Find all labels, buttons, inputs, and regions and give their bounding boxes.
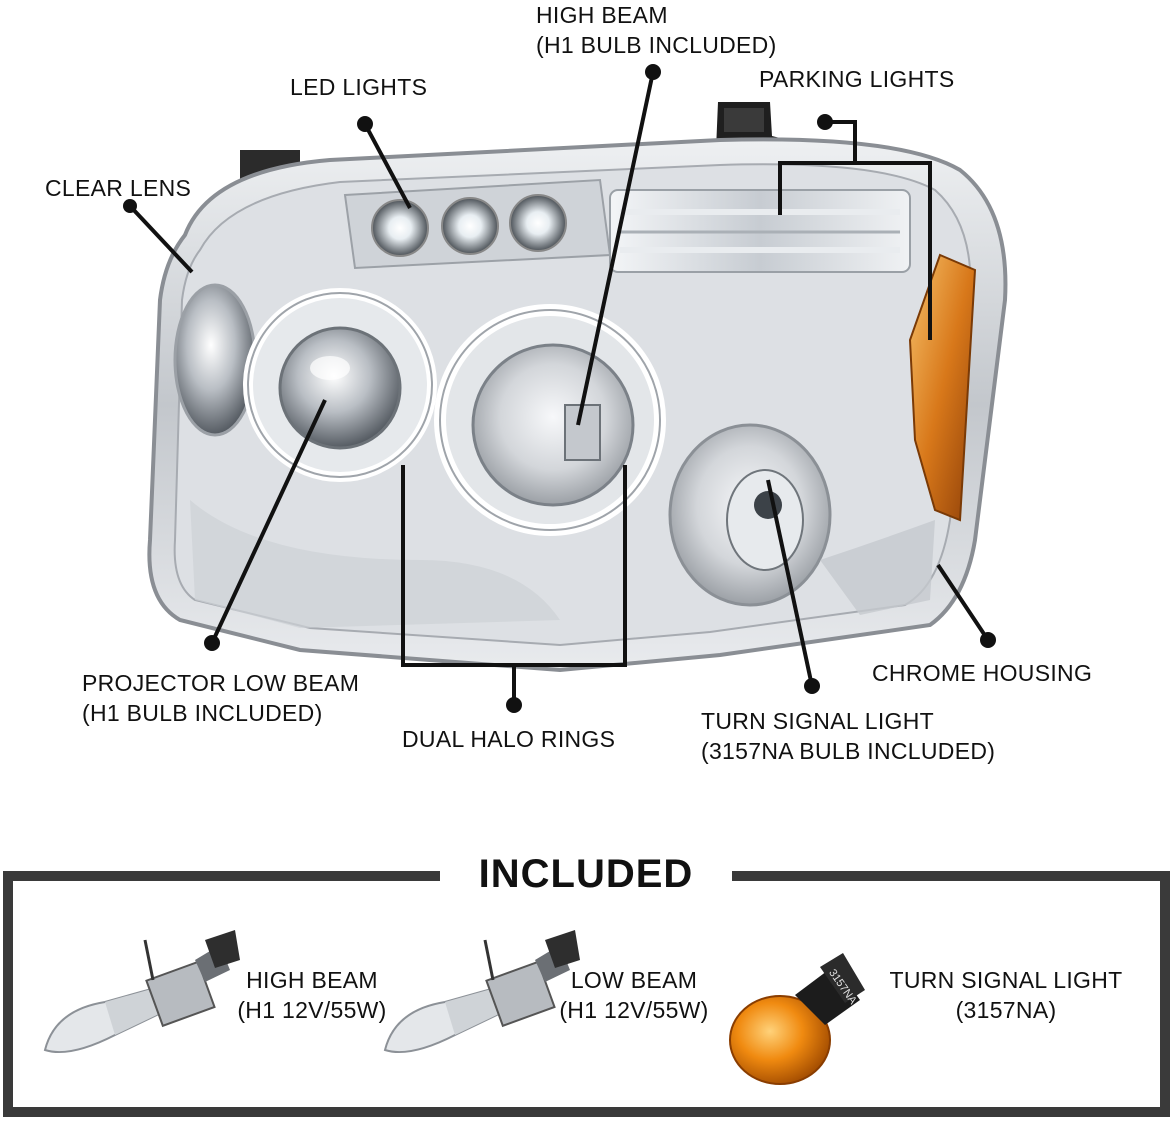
callout-high-beam-title: HIGH BEAM [536, 2, 668, 28]
callout-chrome-housing-title: CHROME HOUSING [872, 660, 1093, 686]
callout-clear-lens: CLEAR LENS [45, 173, 191, 203]
callout-chrome-housing: CHROME HOUSING [872, 658, 1092, 688]
callout-led-lights-title: LED LIGHTS [290, 74, 428, 100]
callout-parking-lights-title: PARKING LIGHTS [759, 66, 955, 92]
h1-bulb-icon [383, 930, 580, 1054]
callout-dot-parking-lights [817, 114, 833, 130]
h1-bulb-icon [43, 930, 240, 1054]
included-item-turn-signal-title: TURN SIGNAL LIGHT [889, 967, 1123, 993]
callout-dot-chrome-housing [980, 632, 996, 648]
callout-dots [123, 64, 996, 713]
callout-lines [128, 71, 990, 705]
callout-parking-lights: PARKING LIGHTS [759, 64, 954, 94]
callout-turn-signal-light-title: TURN SIGNAL LIGHT [701, 708, 934, 734]
callout-high-beam-subtitle: (H1 BULB INCLUDED) [536, 32, 777, 58]
callout-projector-low-beam-title: PROJECTOR LOW BEAM [82, 670, 360, 696]
callout-turn-signal-light: TURN SIGNAL LIGHT (3157NA BULB INCLUDED) [701, 706, 995, 766]
callout-dual-halo-rings-title: DUAL HALO RINGS [402, 726, 616, 752]
callout-projector-low-beam-subtitle: (H1 BULB INCLUDED) [82, 700, 323, 726]
callout-dot-led-lights [357, 116, 373, 132]
amber-side-marker [908, 253, 977, 522]
amber-3157-bulb-icon: 3157NA [729, 953, 865, 1085]
led-light-3 [509, 194, 567, 252]
callout-projector-low-beam: PROJECTOR LOW BEAM (H1 BULB INCLUDED) [82, 668, 359, 728]
callout-turn-signal-light-subtitle: (3157NA BULB INCLUDED) [701, 738, 996, 764]
included-item-low-beam-spec: (H1 12V/55W) [559, 997, 709, 1023]
led-light-1 [371, 199, 429, 257]
included-item-low-beam: LOW BEAM (H1 12V/55W) [554, 965, 714, 1025]
led-light-2 [441, 197, 499, 255]
callout-dot-high-beam [645, 64, 661, 80]
callout-led-lights: LED LIGHTS [290, 72, 427, 102]
headlight-assembly [147, 102, 1008, 673]
included-item-turn-signal-spec: (3157NA) [955, 997, 1057, 1023]
included-item-turn-signal: TURN SIGNAL LIGHT (3157NA) [878, 965, 1134, 1025]
included-item-high-beam: HIGH BEAM (H1 12V/55W) [222, 965, 402, 1025]
included-item-high-beam-spec: (H1 12V/55W) [237, 997, 387, 1023]
callout-dot-turn-signal [804, 678, 820, 694]
included-item-low-beam-title: LOW BEAM [570, 967, 698, 993]
callout-dual-halo-rings: DUAL HALO RINGS [402, 724, 615, 754]
callout-dot-dual-halo-rings [506, 697, 522, 713]
callout-clear-lens-title: CLEAR LENS [45, 175, 192, 201]
included-box [3, 871, 1170, 1117]
projector-lens [278, 326, 402, 450]
high-beam-reflector [471, 343, 635, 507]
included-item-high-beam-title: HIGH BEAM [246, 967, 378, 993]
callout-high-beam: HIGH BEAM (H1 BULB INCLUDED) [536, 0, 777, 60]
included-title: INCLUDED [440, 852, 732, 897]
callout-dot-projector-low-beam [204, 635, 220, 651]
callout-dot-clear-lens [123, 199, 137, 213]
